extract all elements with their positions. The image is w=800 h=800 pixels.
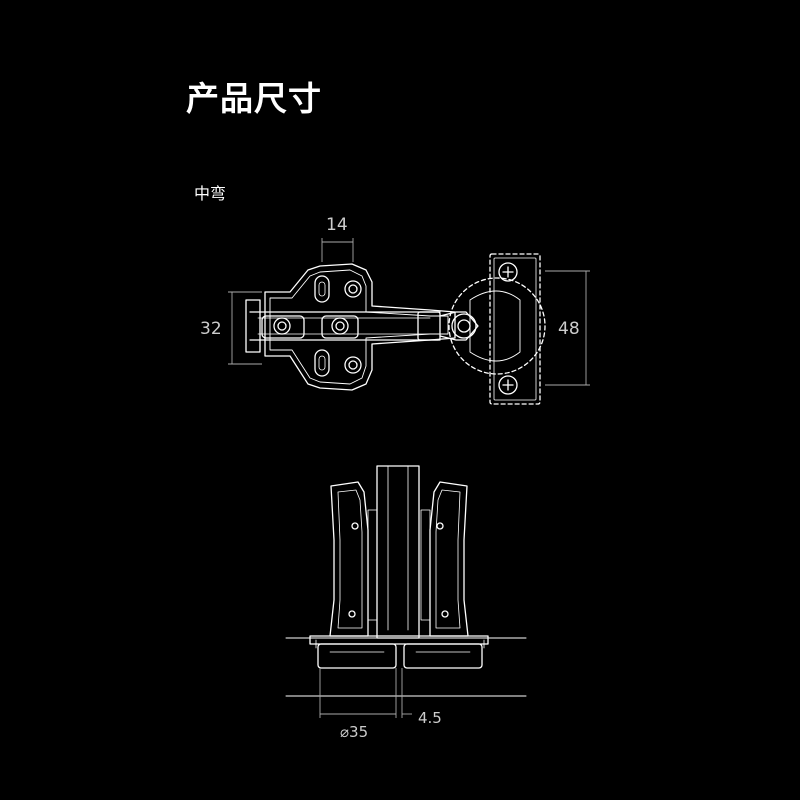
variant-label: 中弯: [194, 184, 227, 203]
dimension-lines: [228, 238, 590, 718]
page-title: 产品尺寸: [186, 79, 322, 118]
dim-cup-diameter: ⌀35: [340, 723, 368, 741]
hinge-top-view: [245, 253, 546, 405]
dim-cup-height: 32: [200, 319, 222, 339]
dim-offset: 4.5: [418, 709, 442, 727]
dim-top-width: 14: [326, 215, 348, 235]
dim-plate-height: 48: [558, 319, 580, 339]
hinge-front-view: [285, 465, 527, 697]
